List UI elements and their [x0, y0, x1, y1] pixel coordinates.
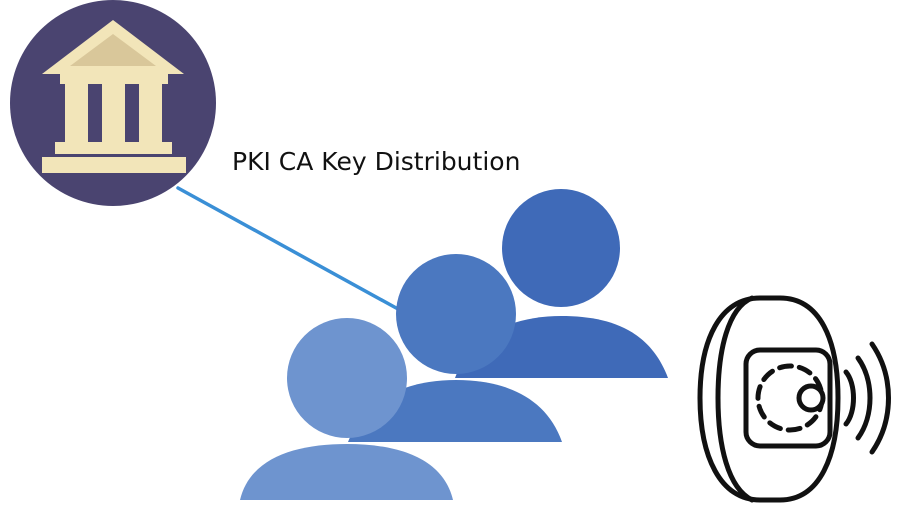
- signal-wave-small: [843, 369, 856, 427]
- bank-columns: [65, 84, 162, 142]
- signal-wave-medium: [855, 355, 873, 441]
- diagram-caption: PKI CA Key Distribution: [232, 147, 521, 176]
- smart-wristband-icon: [697, 295, 891, 503]
- bank-column-gap: [125, 84, 139, 142]
- signal-wave-large: [869, 341, 891, 455]
- user-group-icon: [240, 189, 668, 500]
- bank-building-icon: [10, 0, 216, 206]
- band-outer: [697, 295, 841, 503]
- person-front: [240, 318, 453, 500]
- bank-base-step: [42, 157, 186, 173]
- ca-to-users-connector: [176, 186, 400, 311]
- bank-base-step: [55, 142, 172, 154]
- sensor-dot: [796, 383, 826, 413]
- bank-column-gap: [88, 84, 102, 142]
- bank-roof-inner: [70, 34, 156, 66]
- band-inner-edge: [715, 295, 755, 503]
- bank-entablature: [60, 74, 168, 84]
